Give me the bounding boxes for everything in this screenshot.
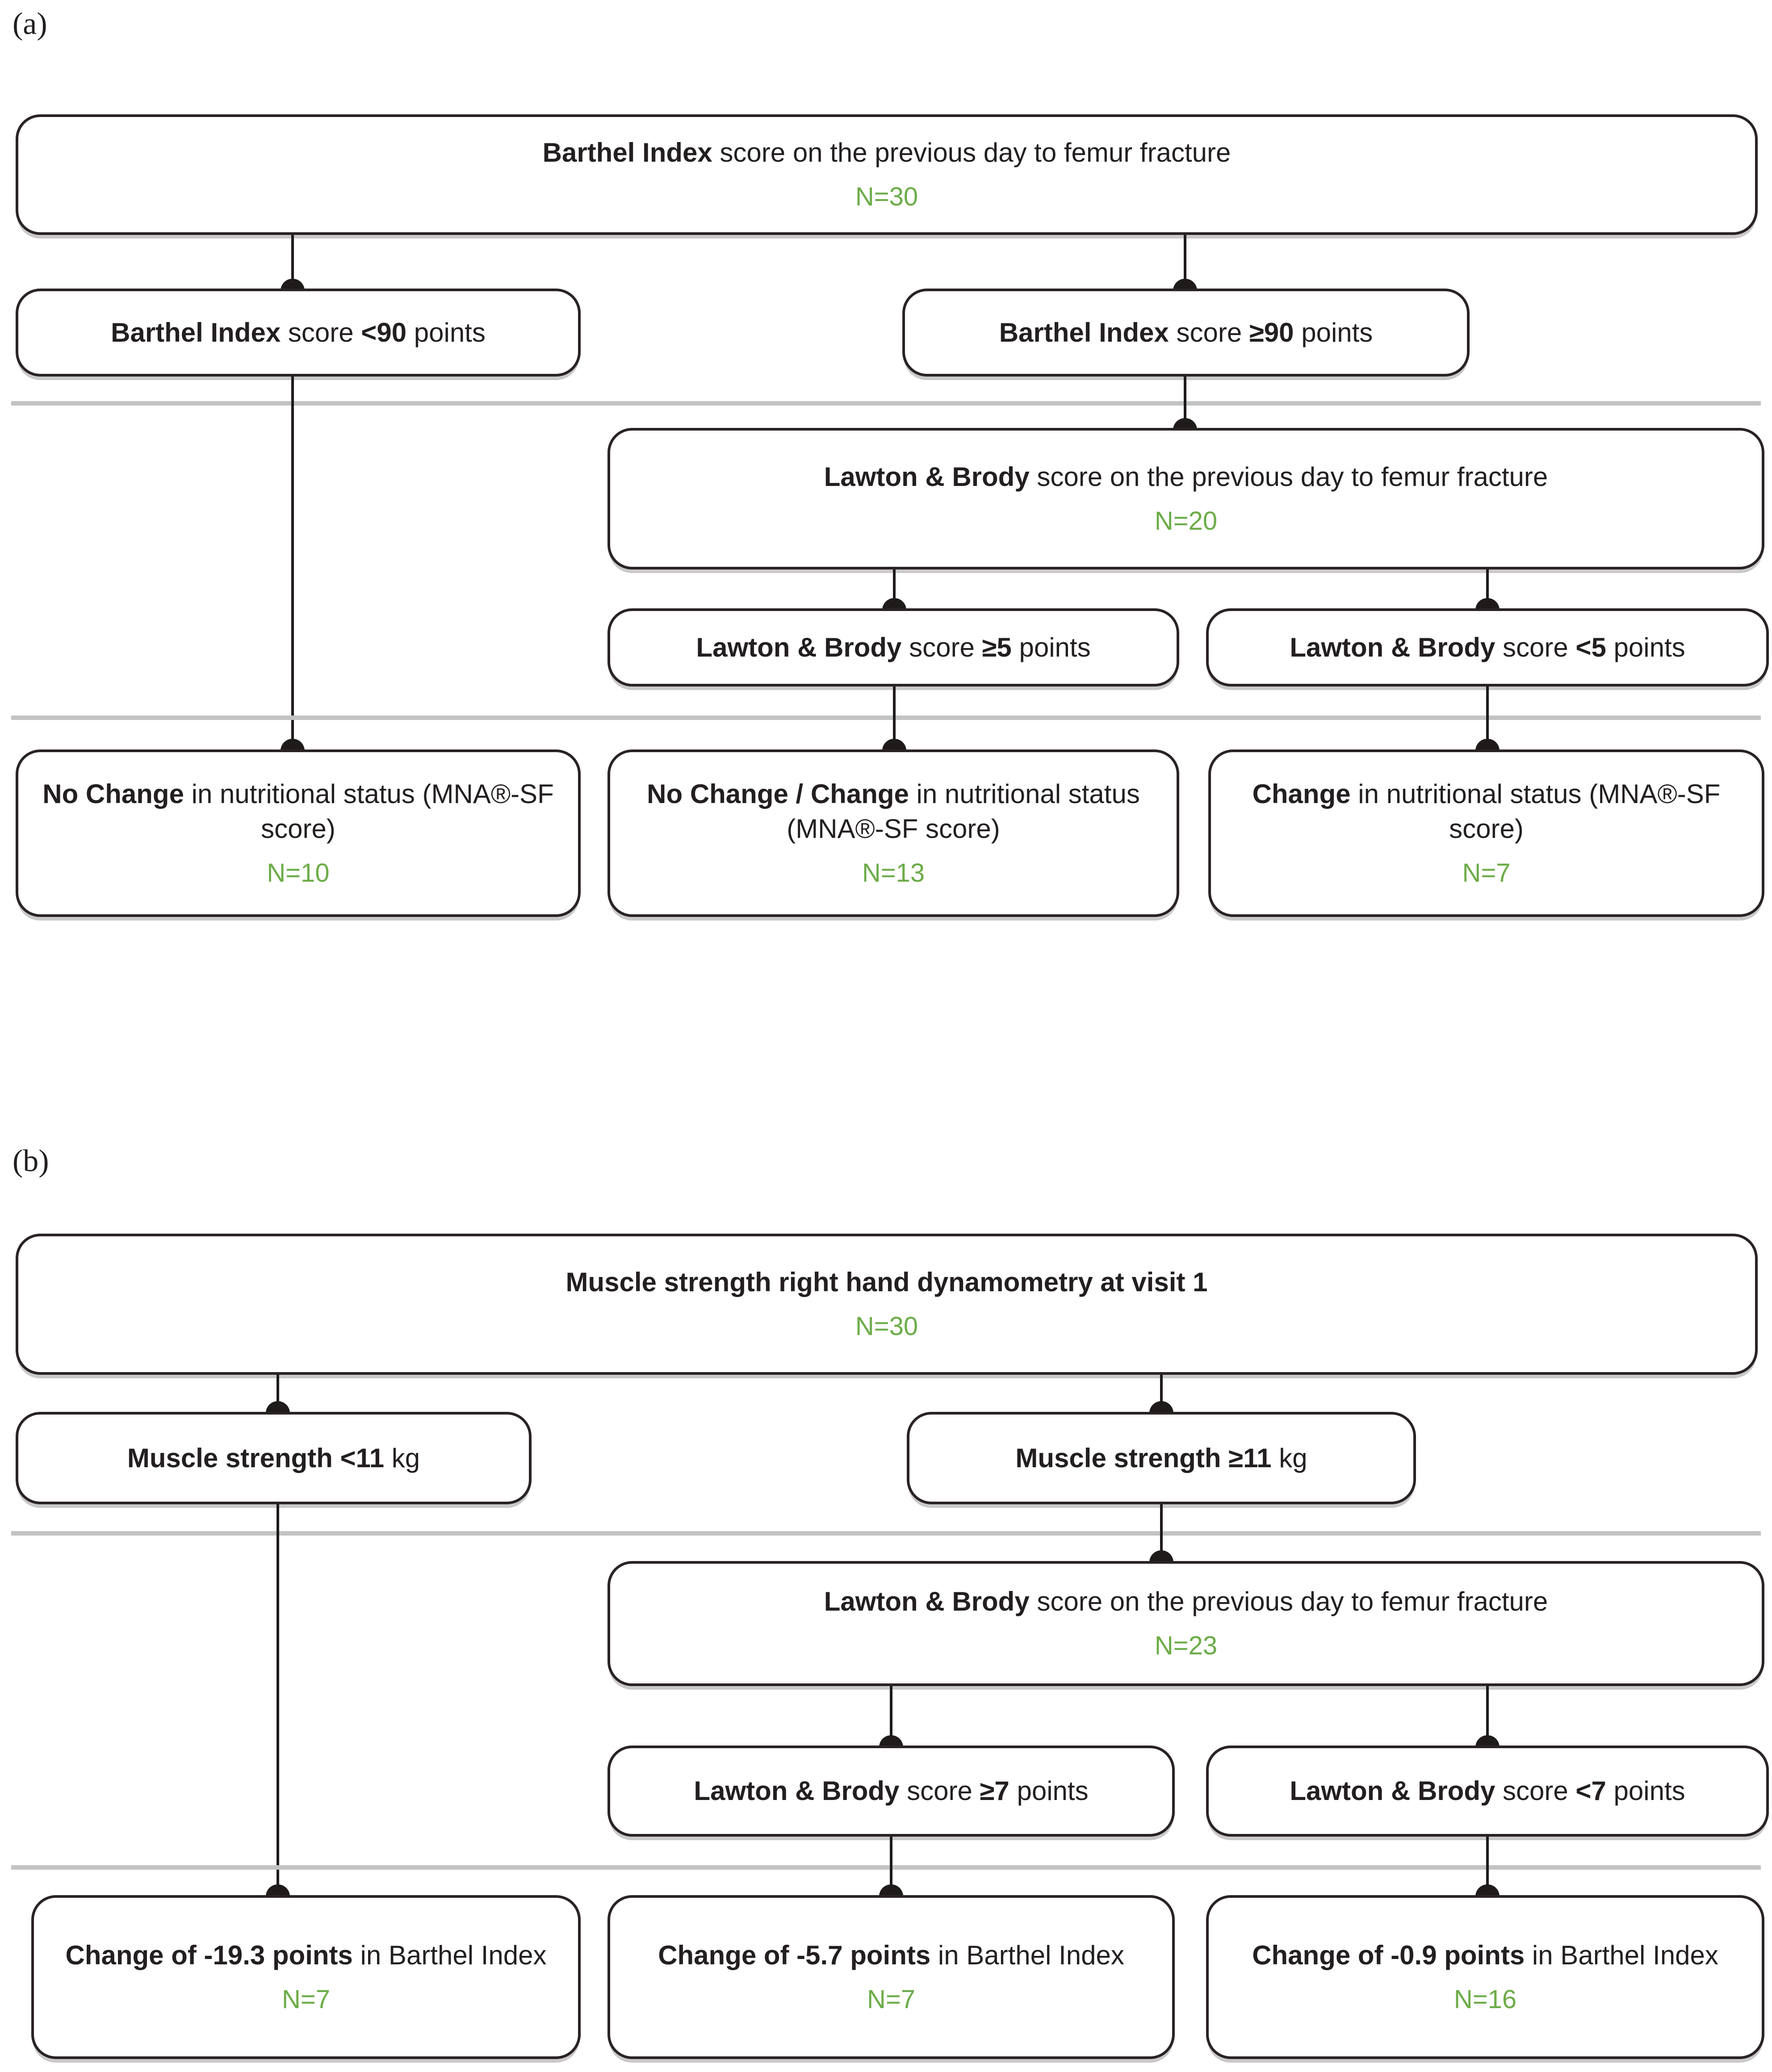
node-b-lawton-ge7: Lawton & Brody score ≥7 points — [607, 1746, 1175, 1837]
node-a-no-change-change: No Change / Change in nutritional status… — [607, 749, 1179, 917]
node-title: Lawton & Brody score ≥7 points — [694, 1776, 1089, 1806]
node-title: Lawton & Brody score <7 points — [1290, 1776, 1685, 1806]
node-b-lawton-lt7: Lawton & Brody score <7 points — [1206, 1746, 1769, 1837]
node-count: N=7 — [867, 1984, 915, 2014]
panel-a-label: (a) — [13, 7, 47, 41]
node-a-barthel-ge90: Barthel Index score ≥90 points — [902, 289, 1470, 377]
node-count: N=23 — [1154, 1631, 1218, 1661]
connector-line — [276, 1375, 279, 1413]
node-title: Lawton & Brody score ≥5 points — [696, 632, 1091, 662]
connector-line — [1160, 1375, 1163, 1413]
node-a-barthel-root: Barthel Index score on the previous day … — [16, 114, 1758, 235]
node-title: Change of -19.3 points in Barthel Index — [65, 1940, 547, 1970]
connector-line — [1486, 686, 1489, 751]
connector-line — [1184, 235, 1186, 291]
node-a-change: Change in nutritional status (MNA®-SF sc… — [1208, 749, 1764, 917]
node-title: Change of -0.9 points in Barthel Index — [1252, 1940, 1718, 1970]
connector-line — [1160, 1504, 1163, 1562]
node-title: Barthel Index score <90 points — [111, 317, 486, 347]
connector-line — [890, 1686, 892, 1747]
node-title: Change of -5.7 points in Barthel Index — [658, 1940, 1124, 1970]
node-title: Muscle strength right hand dynamometry a… — [566, 1267, 1208, 1298]
node-title: Lawton & Brody score on the previous day… — [824, 461, 1548, 492]
node-count: N=30 — [855, 1312, 918, 1341]
section-divider — [11, 1531, 1761, 1536]
node-a-lawton-ge5: Lawton & Brody score ≥5 points — [607, 608, 1179, 686]
node-a-barthel-lt90: Barthel Index score <90 points — [16, 289, 581, 377]
node-title: Lawton & Brody score on the previous day… — [824, 1586, 1548, 1617]
node-b-change-0-9: Change of -0.9 points in Barthel Index N… — [1206, 1895, 1764, 2059]
node-count: N=13 — [862, 858, 925, 887]
node-count: N=30 — [855, 182, 918, 212]
node-count: N=16 — [1454, 1984, 1517, 2014]
node-count: N=7 — [281, 1984, 330, 2014]
node-b-change-5-7: Change of -5.7 points in Barthel Index N… — [607, 1895, 1175, 2059]
node-title: No Change in nutritional status (MNA®-SF… — [42, 779, 554, 844]
section-divider — [11, 1865, 1761, 1870]
node-a-lawton-root: Lawton & Brody score on the previous day… — [607, 428, 1764, 569]
connector-line — [890, 1837, 892, 1896]
connector-line — [1486, 569, 1489, 611]
node-a-no-change: No Change in nutritional status (MNA®-SF… — [16, 749, 581, 917]
node-count: N=20 — [1154, 506, 1218, 536]
section-divider — [11, 401, 1761, 406]
node-b-muscle-lt11: Muscle strength <11 kg — [16, 1412, 532, 1504]
node-b-lawton-root: Lawton & Brody score on the previous day… — [607, 1561, 1764, 1686]
node-title: Lawton & Brody score <5 points — [1290, 632, 1685, 662]
node-title: Muscle strength <11 kg — [127, 1443, 420, 1473]
node-b-change-19-3: Change of -19.3 points in Barthel Index … — [31, 1895, 581, 2059]
node-count: N=10 — [267, 858, 330, 887]
connector-line — [1184, 377, 1186, 430]
node-title: Change in nutritional status (MNA®-SF sc… — [1252, 779, 1721, 844]
node-title: Muscle strength ≥11 kg — [1015, 1443, 1307, 1473]
node-title: No Change / Change in nutritional status… — [647, 779, 1140, 844]
node-title: Barthel Index score on the previous day … — [542, 138, 1231, 168]
node-b-muscle-ge11: Muscle strength ≥11 kg — [907, 1412, 1416, 1504]
connector-line — [1486, 1686, 1489, 1747]
node-title: Barthel Index score ≥90 points — [999, 317, 1373, 347]
node-b-muscle-root: Muscle strength right hand dynamometry a… — [16, 1234, 1758, 1375]
node-a-lawton-lt5: Lawton & Brody score <5 points — [1206, 608, 1769, 686]
connector-line — [291, 377, 294, 751]
connector-line — [291, 235, 294, 291]
node-count: N=7 — [1462, 858, 1511, 887]
connector-line — [1486, 1837, 1489, 1896]
connector-line — [893, 569, 896, 611]
panel-b-label: (b) — [13, 1144, 49, 1178]
connector-line — [893, 686, 896, 751]
connector-line — [276, 1504, 279, 1896]
section-divider — [11, 716, 1761, 720]
